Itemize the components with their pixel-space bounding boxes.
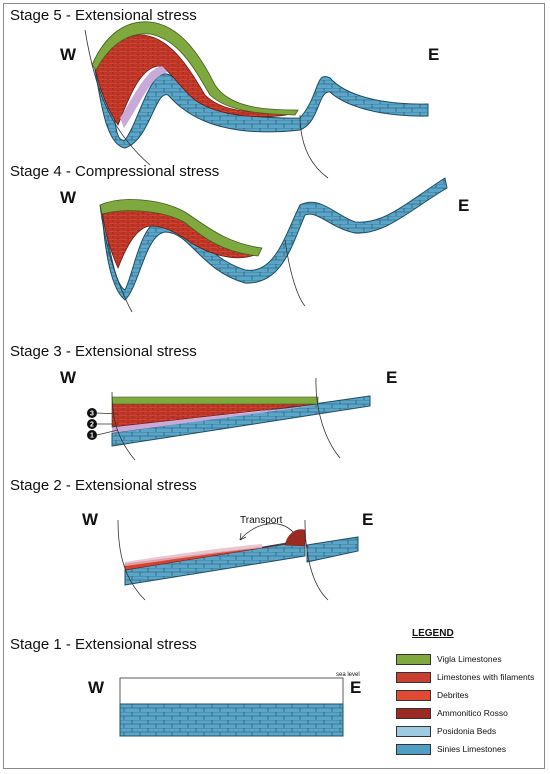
stage-3-marker-2-label: 2 (90, 422, 94, 429)
stage-3-red-bricks (112, 404, 318, 427)
stage-4-sinies-bricks (102, 178, 447, 300)
stage-5-sinies-bricks (95, 70, 428, 148)
stage-4-title: Stage 4 - Compressional stress (10, 163, 220, 180)
legend-label: Vigla Limestones (437, 654, 502, 664)
stage-3-marker-1 (87, 430, 97, 440)
stage-3-marker-3 (87, 408, 97, 418)
legend-title: LEGEND (412, 628, 454, 639)
stage-3-marker-2 (87, 419, 97, 429)
figure-frame (3, 3, 545, 769)
stage-3-arrow-3 (96, 412, 119, 415)
legend-swatch-filaments (396, 672, 431, 683)
legend-label: Posidonia Beds (437, 726, 497, 736)
legend-swatch-ammonitico (396, 708, 431, 719)
stage-3-fault-west (111, 391, 136, 461)
stage-2-posidonia-haze (125, 544, 262, 566)
stage-2-transport-arrow (239, 523, 294, 541)
stage-2-transport-label: Transport (240, 515, 283, 526)
stage-3-east-label: E (386, 368, 398, 387)
stage-4-red-bricks (102, 206, 255, 268)
stage-5-fault-east (299, 114, 329, 179)
stage-5-vigla-cap (91, 21, 299, 116)
stage-4-vigla-cap (99, 199, 263, 257)
stage-3-marker-3-label: 3 (90, 411, 94, 418)
legend-swatch-vigla (396, 654, 431, 665)
stage-4-fault-east (284, 239, 306, 307)
legend-label: Limestones with filaments (437, 672, 535, 682)
stage-5-east-label: E (428, 45, 440, 64)
stage-4-fault-west (99, 204, 133, 313)
stage-1-water-column (119, 677, 344, 705)
stage-1-west-label: W (88, 678, 105, 697)
stage-2-sinies-bricks-east (307, 537, 358, 562)
stage-3-marker-1-label: 1 (90, 433, 94, 440)
stage-3-section: 3 2 1 (87, 377, 371, 461)
stage-3-title: Stage 3 - Extensional stress (10, 343, 197, 360)
stage-1-sinies-bricks (120, 704, 343, 736)
stage-2-fault-west (117, 519, 146, 601)
stage-2-source-mound (284, 529, 306, 547)
stage-3-sinies-bricks (112, 396, 370, 446)
stage-3-vigla-cap (111, 396, 319, 405)
stage-2-west-label: W (82, 510, 99, 529)
stage-3-posidonia-wedge (112, 405, 318, 433)
stage-4-east-label: E (458, 196, 470, 215)
legend-swatch-sinies (396, 744, 431, 755)
legend-swatch-posidonia (396, 726, 431, 737)
legend-swatch-debrites (396, 690, 431, 701)
stage-3-fault-east (315, 377, 341, 459)
stage-4-west-label: W (60, 188, 77, 207)
stage-1-section (119, 677, 344, 737)
stage-3-arrow-1 (96, 429, 119, 436)
stage-1-east-label: E (350, 678, 362, 697)
stage-1-sea-level-label: sea level (336, 672, 360, 678)
stage-2-fault-east (304, 519, 329, 601)
stage-5-section (84, 21, 429, 179)
stage-2-sinies-bricks (125, 540, 305, 585)
stage-5-fault-west (84, 29, 151, 166)
stage-1-title: Stage 1 - Extensional stress (10, 636, 197, 653)
stage-2-east-label: E (362, 510, 374, 529)
stage-5-west-label: W (60, 45, 77, 64)
stage-5-posidonia-lens (120, 66, 168, 128)
stage-3-west-label: W (60, 368, 77, 387)
stage-2-title: Stage 2 - Extensional stress (10, 477, 197, 494)
stage-2-transport-arrowhead (239, 532, 247, 541)
legend-label: Debrites (437, 690, 469, 700)
legend-label: Sinies Limestones (437, 744, 506, 754)
stage-4-section (99, 177, 448, 313)
stage-5-red-bricks (95, 35, 295, 125)
stage-5-title: Stage 5 - Extensional stress (10, 7, 197, 24)
legend-label: Ammonitico Rosso (437, 708, 508, 718)
stage-2-section (117, 519, 359, 601)
